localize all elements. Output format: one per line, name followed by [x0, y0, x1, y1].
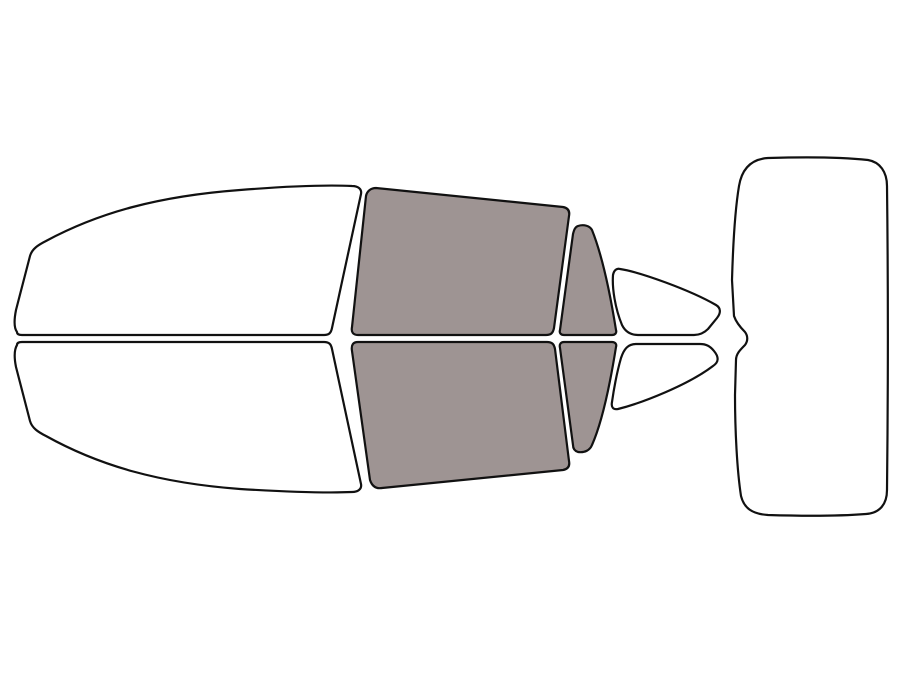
front-door-window-lower[interactable]	[350, 340, 571, 490]
windshield-lower-half[interactable]	[13, 340, 363, 494]
windshield-upper-half[interactable]	[13, 184, 363, 337]
rear-door-window-upper[interactable]	[558, 224, 618, 337]
front-door-window-upper[interactable]	[350, 186, 571, 337]
rear-door-window-lower[interactable]	[558, 340, 618, 454]
quarter-window-upper[interactable]	[611, 267, 721, 337]
rear-window[interactable]	[730, 156, 889, 517]
quarter-window-lower[interactable]	[610, 342, 719, 411]
